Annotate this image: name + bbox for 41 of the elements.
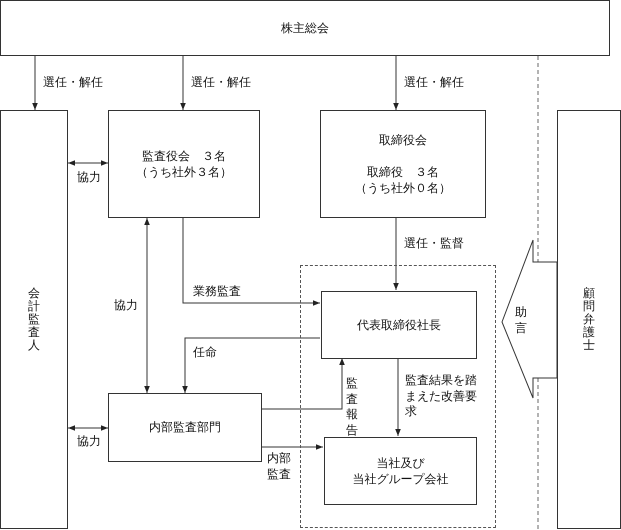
node-text: 代表取締役社長 [357, 316, 441, 334]
block-arrow [501, 240, 558, 398]
process-box [108, 110, 260, 218]
node-text: 監査役会 ３名 [142, 148, 226, 164]
edge-label: 選任・監督 [403, 236, 465, 252]
node-text: 会計監査人 [28, 286, 40, 352]
arrow [144, 218, 150, 394]
node-text: 取締役会 [379, 132, 427, 148]
node-text: 内部監査部門 [149, 419, 221, 436]
arrow [262, 358, 345, 410]
node-text: 顧問弁護士 [583, 286, 595, 352]
arrow [393, 218, 399, 290]
process-box [321, 291, 477, 359]
arrow [393, 56, 399, 110]
node-text: 当社及び [376, 454, 424, 471]
arrow [182, 218, 320, 306]
arrow [68, 160, 108, 166]
process-box [108, 393, 262, 462]
process-box [0, 0, 610, 56]
process-box [320, 110, 486, 218]
edge-label: 選任・解任 [190, 75, 252, 91]
node-text: 当社グループ会社 [352, 471, 448, 488]
edge-label: 助言 [515, 305, 527, 336]
edge-label: 任命 [192, 345, 218, 361]
edge-label: 選任・解任 [403, 75, 465, 91]
arrow [395, 358, 401, 436]
node-text: 株主総会 [281, 20, 329, 36]
edge-label: 選任・解任 [42, 75, 104, 91]
arrow [182, 338, 320, 394]
edge-label: 監査報告 [346, 376, 358, 438]
process-box [324, 437, 477, 505]
vertical-box [557, 110, 621, 529]
arrow [180, 56, 186, 110]
arrow [32, 56, 38, 110]
node-text: 取締役 ３名 [367, 164, 439, 180]
arrow [262, 444, 324, 450]
arrow [68, 425, 108, 431]
node-text: （うち社外０名） [355, 180, 451, 196]
dashed-group-box [300, 265, 496, 528]
vertical-box [0, 110, 68, 529]
node-text: （うち社外３名） [136, 164, 232, 180]
